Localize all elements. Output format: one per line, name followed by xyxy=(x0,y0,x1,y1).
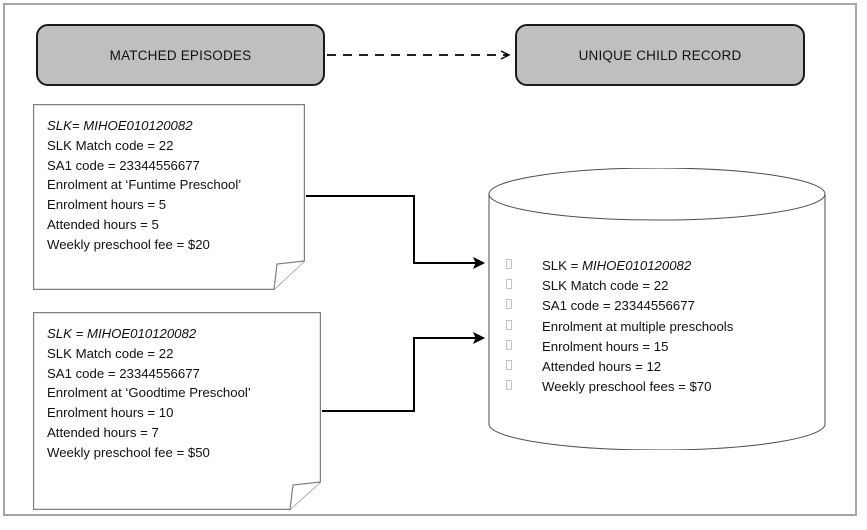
bullet-glyph-icon xyxy=(506,360,512,371)
note-line: Enrolment at ‘Funtime Preschool’ xyxy=(47,177,242,193)
diagram-frame xyxy=(3,3,857,516)
funtime-note-lines: SLK= MIHOE010120082 SLK Match code = 22 … xyxy=(47,116,291,255)
note-line: SA1 code = 23344556677 xyxy=(47,157,200,173)
bullet-glyph-icon xyxy=(506,319,512,330)
note-line: Attended hours = 7 xyxy=(47,424,159,440)
list-item: SLK Match code = 22 xyxy=(506,276,816,296)
note-line: Enrolment hours = 5 xyxy=(47,197,167,213)
note-shape-outline xyxy=(33,312,321,510)
list-item-label: Weekly preschool fees = $70 xyxy=(542,379,712,395)
goodtime-note-lines: SLK = MIHOE010120082 SLK Match code = 22… xyxy=(47,324,307,463)
matched-episodes-box: MATCHED EPISODES xyxy=(36,24,325,86)
list-item: Enrolment hours = 15 xyxy=(506,337,816,357)
note-shape-outline xyxy=(33,104,305,290)
funtime-episode-note: SLK= MIHOE010120082 SLK Match code = 22 … xyxy=(33,104,305,290)
note-line: Attended hours = 5 xyxy=(47,216,159,232)
note-line: SLK = MIHOE010120082 xyxy=(47,326,197,341)
list-item-label: Enrolment hours = 15 xyxy=(542,338,669,354)
cylinder-shape xyxy=(488,168,826,450)
list-item: Weekly preschool fees = $70 xyxy=(506,377,816,397)
list-item-label: SLK Match code = 22 xyxy=(542,278,669,294)
bullet-glyph-icon xyxy=(506,380,512,391)
note-line: SA1 code = 23344556677 xyxy=(47,365,200,381)
list-item-value: MIHOE010120082 xyxy=(581,258,692,273)
bullet-glyph-icon xyxy=(506,299,512,310)
note-line: SLK= MIHOE010120082 xyxy=(47,118,193,133)
note-line: SLK Match code = 22 xyxy=(47,137,174,153)
unique-child-record-box: UNIQUE CHILD RECORD xyxy=(515,24,805,86)
cylinder-record-list: SLK = MIHOE010120082 SLK Match code = 22… xyxy=(506,256,816,397)
matched-episodes-label: MATCHED EPISODES xyxy=(109,47,252,63)
unique-child-record-label: UNIQUE CHILD RECORD xyxy=(578,47,742,63)
bullet-glyph-icon xyxy=(506,339,512,350)
list-item-label: Attended hours = 12 xyxy=(542,359,662,375)
list-item: SA1 code = 23344556677 xyxy=(506,296,816,316)
note-line: SLK Match code = 22 xyxy=(47,345,174,361)
list-item-label: SA1 code = 23344556677 xyxy=(542,298,695,314)
list-item-label: SLK = MIHOE010120082 xyxy=(542,256,691,276)
list-item-label: Enrolment at multiple preschools xyxy=(542,318,734,334)
bullet-glyph-icon xyxy=(506,259,512,269)
goodtime-episode-note: SLK = MIHOE010120082 SLK Match code = 22… xyxy=(33,312,321,510)
list-item: SLK = MIHOE010120082 xyxy=(506,256,816,276)
note-line: Enrolment hours = 10 xyxy=(47,405,174,421)
list-item: Enrolment at multiple preschools xyxy=(506,317,816,337)
note-line: Enrolment at ‘Goodtime Preschool’ xyxy=(47,385,251,401)
note-line: Weekly preschool fee = $50 xyxy=(47,444,210,460)
list-item: Attended hours = 12 xyxy=(506,357,816,377)
note-line: Weekly preschool fee = $20 xyxy=(47,236,210,252)
bullet-glyph-icon xyxy=(506,279,512,290)
unique-child-record-cylinder: SLK = MIHOE010120082 SLK Match code = 22… xyxy=(488,168,826,450)
list-item-prefix: SLK = xyxy=(542,258,582,273)
